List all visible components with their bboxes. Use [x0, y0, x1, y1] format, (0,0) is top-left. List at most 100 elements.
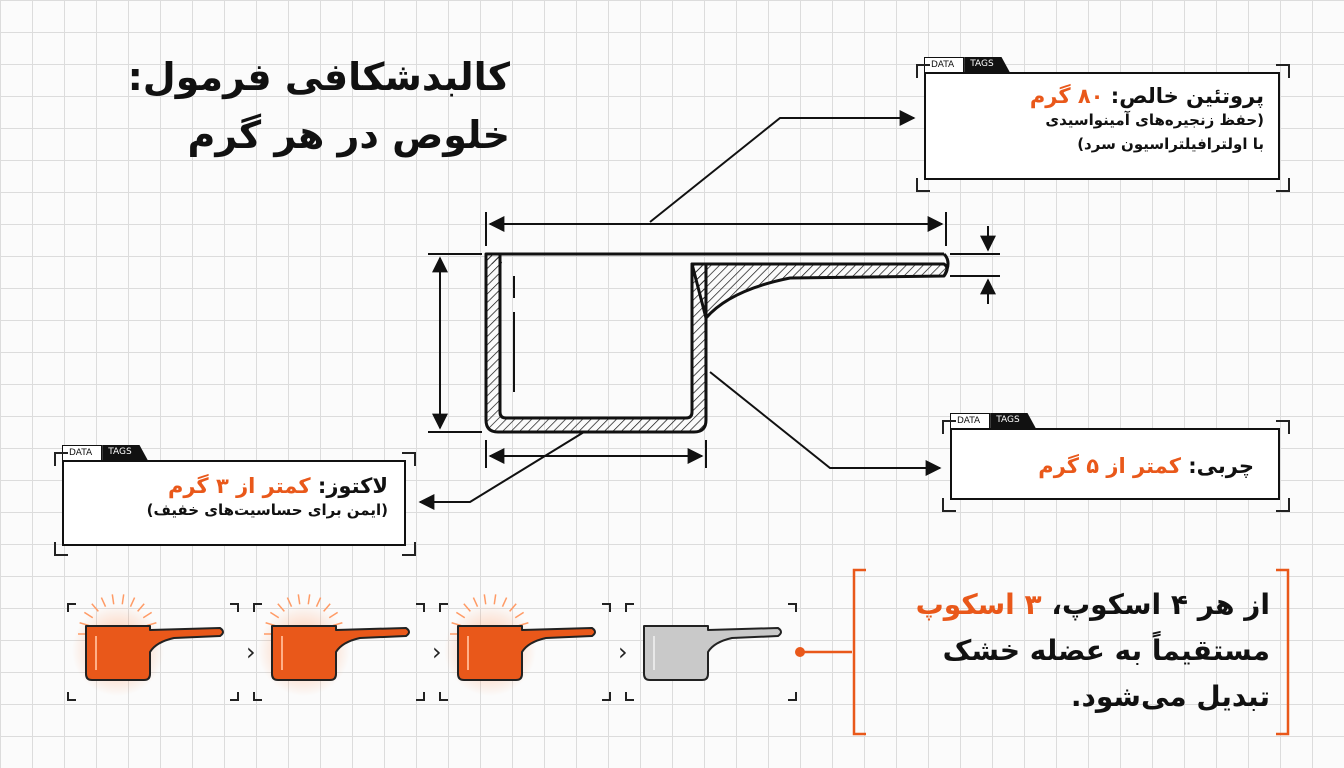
summary-line-1: از هر ۴ اسکوپ، ۳ اسکوپ — [862, 582, 1270, 628]
glow-ray — [277, 603, 285, 612]
corner-mark — [625, 603, 634, 612]
fat-heading: چربی: کمتر از ۵ گرم — [952, 454, 1254, 478]
corner-mark — [1276, 498, 1290, 512]
glow-ray — [472, 597, 479, 608]
summary-statement: از هر ۴ اسکوپ، ۳ اسکوپ مستقیماً به عضله … — [862, 582, 1270, 720]
glow-ray — [514, 611, 525, 619]
lactose-callout: DATA TAGS لاکتوز: کمتر از ۳ گرم (ایمن بر… — [62, 445, 406, 546]
leader-lines — [418, 110, 942, 510]
glow-ray — [129, 597, 136, 608]
title-line-2: خلوص در هر گرم — [187, 113, 510, 157]
protein-note-line-1: (حفظ زنجیره‌های آمینواسیدی — [1045, 111, 1264, 129]
glow-ray — [455, 611, 466, 619]
fat-value: کمتر از ۵ گرم — [1038, 454, 1181, 478]
glow-ray — [509, 603, 517, 612]
summary-connector-dot — [795, 647, 805, 657]
corner-mark — [402, 542, 416, 556]
corner-mark — [54, 542, 68, 556]
tags-tab: TAGS — [102, 445, 148, 460]
corner-mark — [230, 692, 239, 701]
glow-ray — [323, 603, 331, 612]
corner-mark — [1276, 178, 1290, 192]
corner-mark — [1276, 420, 1290, 434]
fat-callout: DATA TAGS چربی: کمتر از ۵ گرم — [950, 413, 1280, 500]
corner-mark — [602, 692, 611, 701]
scoop-icon-active — [67, 594, 239, 701]
lactose-callout-tabs: DATA TAGS — [62, 445, 148, 460]
glow-ray — [137, 603, 145, 612]
glow-ray — [142, 611, 153, 619]
glow-ray — [297, 594, 301, 605]
summary-line-1-accent: ۳ اسکوپ — [915, 588, 1042, 621]
glow-ray — [493, 594, 497, 605]
dimension-lines — [428, 212, 1000, 468]
summary-line-3: تبدیل می‌شود. — [1070, 680, 1270, 713]
corner-mark — [625, 692, 634, 701]
corner-mark — [67, 603, 76, 612]
corner-mark — [416, 603, 425, 612]
corner-mark — [253, 692, 262, 701]
chevron-right-icon: › — [432, 638, 442, 666]
summary-bracket — [800, 568, 1290, 736]
scoop-row: › › › — [67, 594, 797, 701]
glow-ray — [111, 594, 115, 605]
summary-line-1-prefix: از هر ۴ اسکوپ، — [1041, 588, 1270, 621]
glow-ray — [483, 594, 487, 605]
glow-ray — [315, 597, 322, 608]
corner-mark — [788, 692, 797, 701]
protein-heading: پروتئین خالص: ۸۰ گرم — [926, 84, 1264, 108]
corner-mark — [439, 692, 448, 701]
corner-mark — [439, 603, 448, 612]
data-tab: DATA — [62, 445, 103, 460]
glow-ray — [463, 603, 471, 612]
scoop-shape — [457, 625, 596, 681]
glow-ray — [307, 594, 311, 605]
fat-callout-tabs: DATA TAGS — [950, 413, 1036, 428]
scoop-icon-active — [439, 594, 611, 701]
corner-mark — [916, 178, 930, 192]
corner-mark — [230, 603, 239, 612]
corner-mark — [602, 603, 611, 612]
scoop-shape — [85, 625, 224, 681]
glow-ray — [100, 597, 107, 608]
corner-mark — [402, 452, 416, 466]
scoop-cross-section — [484, 252, 950, 434]
protein-note-line-2: با اولترافیلتراسیون سرد) — [1077, 135, 1264, 153]
lactose-note: (ایمن برای حساسیت‌های خفیف) — [146, 501, 388, 519]
corner-mark — [942, 420, 956, 434]
corner-mark — [416, 692, 425, 701]
protein-callout-tabs: DATA TAGS — [924, 57, 1010, 72]
data-tab: DATA — [950, 413, 991, 428]
scoop-icon-active — [253, 594, 425, 701]
tags-tab: TAGS — [964, 57, 1010, 72]
corner-mark — [1276, 64, 1290, 78]
lactose-label: لاکتوز: — [310, 474, 388, 498]
glow-ray — [121, 594, 125, 605]
glow-ray — [269, 611, 280, 619]
chevron-right-icon: › — [246, 638, 256, 666]
protein-label: پروتئین خالص: — [1103, 84, 1264, 108]
corner-mark — [67, 692, 76, 701]
data-tab: DATA — [924, 57, 965, 72]
tags-tab: TAGS — [990, 413, 1036, 428]
fat-label: چربی: — [1180, 454, 1254, 478]
corner-mark — [253, 603, 262, 612]
scoop-shape — [643, 625, 782, 681]
page-title: کالبدشکافی فرمول: خلوص در هر گرم — [40, 48, 510, 164]
chevron-right-icon: › — [618, 638, 628, 666]
lactose-value: کمتر از ۳ گرم — [167, 474, 311, 498]
corner-mark — [788, 603, 797, 612]
summary-line-2: مستقیماً به عضله خشک — [942, 634, 1270, 667]
corner-mark — [54, 452, 68, 466]
lactose-heading: لاکتوز: کمتر از ۳ گرم — [64, 474, 388, 498]
corner-mark — [942, 498, 956, 512]
corner-mark — [916, 64, 930, 78]
scoop-shape — [271, 625, 410, 681]
title-line-1: کالبدشکافی فرمول: — [127, 55, 510, 99]
glow-ray — [286, 597, 293, 608]
glow-ray — [328, 611, 339, 619]
glow-ray — [501, 597, 508, 608]
glow-ray — [91, 603, 99, 612]
protein-callout: DATA TAGS پروتئین خالص: ۸۰ گرم (حفظ زنجی… — [924, 57, 1280, 180]
